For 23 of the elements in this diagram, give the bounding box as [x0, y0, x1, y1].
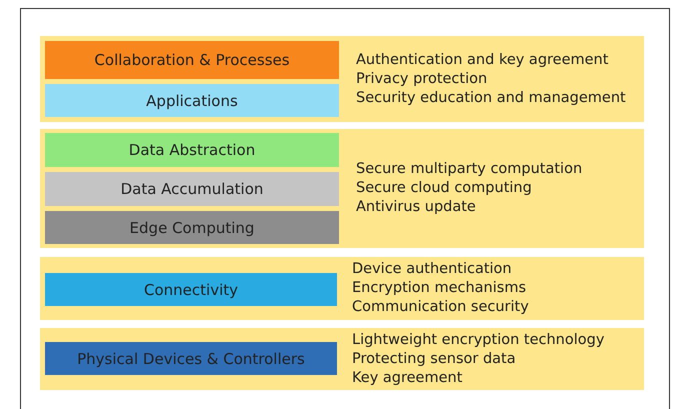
layer-box: Collaboration & Processes — [45, 41, 339, 79]
security-measure: Secure multiparty computation — [356, 160, 584, 179]
layer-band — [40, 328, 644, 390]
layer-band — [40, 129, 644, 248]
security-measure: Key agreement — [352, 368, 464, 388]
layer-box: Physical Devices & Controllers — [45, 342, 337, 375]
security-measure: Privacy protection — [356, 70, 488, 88]
security-measure: Encryption mechanisms — [352, 279, 527, 298]
security-measure: Antivirus update — [356, 198, 477, 217]
layer-band — [40, 257, 644, 320]
layer-box: Applications — [45, 84, 339, 117]
security-measure: Communication security — [352, 298, 530, 317]
security-measure: Secure cloud computing — [356, 179, 533, 198]
layer-box: Data Abstraction — [45, 133, 339, 167]
layer-box: Data Accumulation — [45, 172, 339, 206]
security-measure: Security education and management — [356, 88, 627, 108]
security-measure: Device authentication — [352, 260, 513, 279]
layer-box: Connectivity — [45, 273, 337, 306]
security-measure: Authentication and key agreement — [356, 50, 610, 70]
security-measure: Protecting sensor data — [352, 350, 517, 368]
security-measure: Lightweight encryption technology — [352, 330, 606, 350]
layer-band — [40, 36, 644, 122]
layer-box: Edge Computing — [45, 211, 339, 244]
